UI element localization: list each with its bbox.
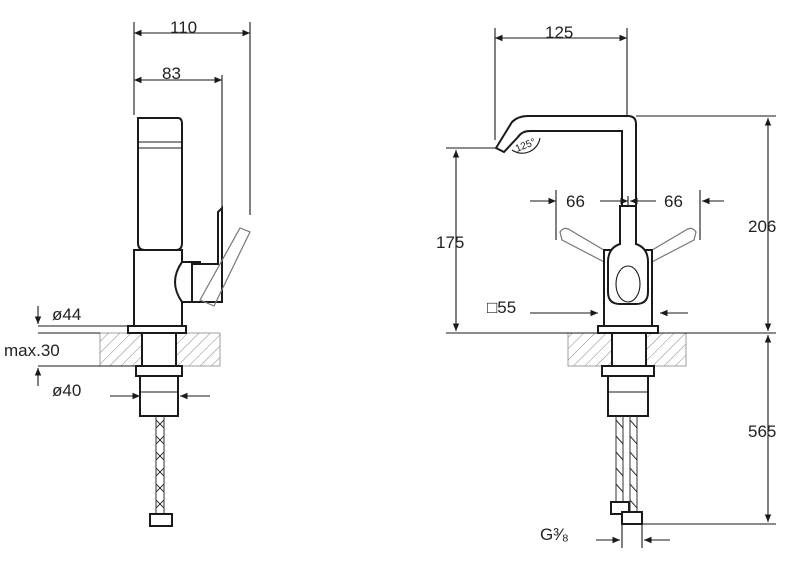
- lever-handle-side: [191, 205, 223, 303]
- dim-max-thickness: max.30: [4, 341, 60, 360]
- dim-connection-thread: G³⁄₈: [540, 525, 569, 544]
- base-flange-side: [127, 325, 187, 334]
- dim-lever-right: 66: [664, 192, 683, 211]
- front-view: 125 125° 66 66: [436, 23, 776, 548]
- mount-nut-front: [601, 365, 655, 377]
- lever-handle-front: [607, 205, 649, 305]
- hose-fitting-right: [621, 511, 643, 525]
- shank-front: [611, 332, 647, 367]
- dim-spout-angle: 125°: [514, 137, 537, 155]
- dim-spout-height: 175: [436, 233, 464, 252]
- faucet-body-side: [137, 117, 183, 251]
- hose-left-front: [615, 416, 624, 502]
- dim-hose-length: 565: [748, 422, 776, 441]
- mount-plate-side: [139, 375, 179, 417]
- dim-total-height: 206: [748, 217, 776, 236]
- dim-lever-depth: 83: [162, 64, 181, 83]
- lever-ghost-side: [199, 227, 251, 307]
- dim-spout-reach: 125: [545, 23, 573, 42]
- mount-nut-side: [135, 365, 183, 377]
- dim-total-depth: 110: [170, 18, 197, 37]
- hose-fitting-side: [149, 513, 173, 527]
- spout-front: [494, 115, 637, 207]
- side-view: 110 83 ø44 max.30: [4, 18, 251, 527]
- dim-hole-diameter: ø40: [52, 381, 81, 400]
- base-flange-front: [597, 325, 659, 334]
- mount-plate-front: [607, 375, 649, 417]
- dim-body-diameter: ø44: [52, 305, 81, 324]
- dim-base-square: □55: [487, 298, 516, 317]
- hose-right-front: [629, 416, 638, 512]
- faucet-column-side: [133, 249, 183, 327]
- hose-left-side: [155, 416, 165, 514]
- shank-side: [141, 332, 177, 367]
- dim-lever-left: 66: [566, 192, 585, 211]
